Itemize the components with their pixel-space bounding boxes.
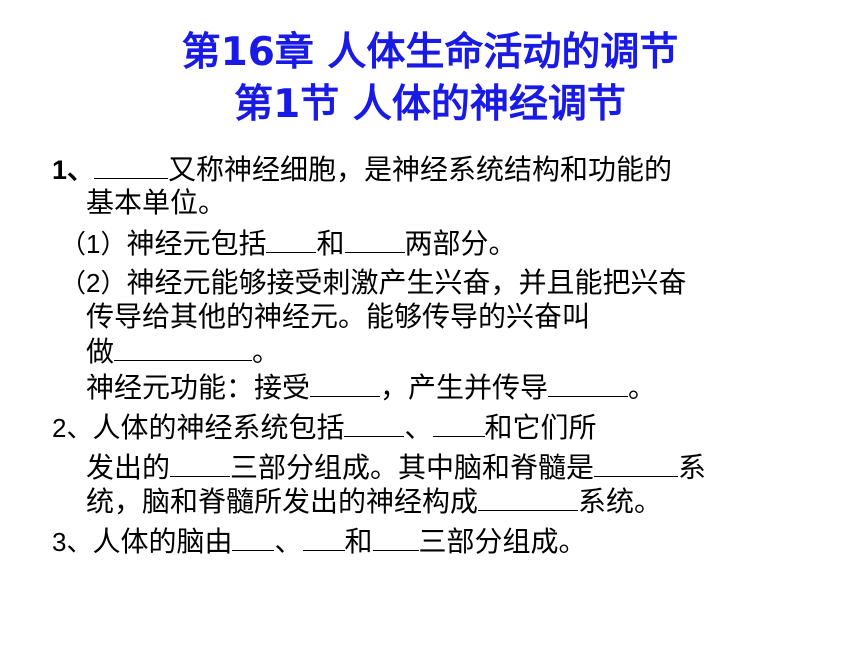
- q2-blank-4[interactable]: [594, 450, 679, 477]
- q1-function-line: 神经元功能：接受 ，产生并传导 。: [86, 370, 656, 405]
- q3-line: 3、人体的脑由 、 和 三部分组成。: [52, 524, 587, 559]
- q3-text-d: 三部分组成。: [418, 525, 587, 558]
- q1-sub2-text-c: 做: [86, 335, 115, 368]
- q1-line-2: 基本单位。: [86, 186, 226, 220]
- q2-text-e: 三部分组成。其中脑和脊髓是: [230, 451, 595, 484]
- q1-sub2-text-a: 神经元能够接受刺激产生兴奋，并且能把兴奋: [126, 266, 687, 299]
- q1-sub1-number: （1）: [60, 229, 127, 259]
- q3-text-a: 人体的脑由: [92, 525, 233, 558]
- q1-func-text-c: 。: [628, 371, 657, 404]
- q2-line-1: 2、人体的神经系统包括 、 和它们所: [52, 410, 597, 445]
- q3-text-c: 和: [344, 525, 373, 558]
- q2-blank-3[interactable]: [170, 450, 231, 477]
- q2-line-2: 发出的 三部分组成。其中脑和脊髓是 系: [86, 450, 706, 485]
- q1-sub2-blank[interactable]: [114, 334, 253, 361]
- q3-blank-1[interactable]: [232, 524, 275, 551]
- q2-blank-1[interactable]: [344, 410, 405, 437]
- q1-line-1: 1、 又称神经细胞，是神经系统结构和功能的: [52, 152, 672, 187]
- q1-sub1-blank-2[interactable]: [344, 226, 405, 253]
- q2-text-g: 统，脑和脊髓所发出的神经构成: [86, 485, 479, 518]
- q1-func-blank-2[interactable]: [548, 370, 629, 397]
- section-title: 第1节 人体的神经调节: [234, 82, 626, 127]
- q3-text-b: 、: [274, 525, 303, 558]
- q1-sub1-text-b: 和: [316, 227, 345, 260]
- q3-blank-3[interactable]: [372, 524, 419, 551]
- q2-text-c: 和它们所: [484, 411, 597, 444]
- q1-func-blank-1[interactable]: [310, 370, 381, 397]
- q1-text-b: 基本单位。: [86, 186, 227, 219]
- q1-blank-1[interactable]: [94, 152, 169, 179]
- q1-number: 1、: [52, 155, 95, 185]
- q1-sub2-line-1: （2）神经元能够接受刺激产生兴奋，并且能把兴奋: [60, 266, 686, 300]
- q2-text-h: 系统。: [578, 485, 663, 518]
- q3-number: 3、: [52, 527, 93, 557]
- chapter-title: 第16章 人体生命活动的调节: [181, 30, 679, 75]
- q1-text-a: 又称神经细胞，是神经系统结构和功能的: [168, 153, 673, 186]
- q1-sub2-line-2: 传导给其他的神经元。能够传导的兴奋叫: [86, 300, 590, 334]
- q2-text-b: 、: [404, 411, 433, 444]
- q1-func-text-a: 神经元功能：接受: [86, 371, 311, 404]
- q2-line-3: 统，脑和脊髓所发出的神经构成 系统。: [86, 484, 662, 519]
- q2-text-f: 系: [678, 451, 707, 484]
- q2-number: 2、: [52, 413, 93, 443]
- q1-sub1-blank-1[interactable]: [266, 226, 317, 253]
- q1-sub2-text-b: 传导给其他的神经元。能够传导的兴奋叫: [86, 300, 591, 333]
- q2-text-d: 发出的: [86, 451, 171, 484]
- q1-sub1-text-c: 两部分。: [404, 227, 517, 260]
- q1-func-text-b: ，产生并传导: [380, 371, 549, 404]
- q1-sub2-number: （2）: [60, 268, 127, 298]
- q1-sub2-line-3: 做。: [86, 334, 280, 369]
- q2-text-a: 人体的神经系统包括: [92, 411, 345, 444]
- q2-blank-2[interactable]: [432, 410, 485, 437]
- q1-sub1-text-a: 神经元包括: [126, 227, 267, 260]
- q2-blank-5[interactable]: [478, 484, 579, 511]
- q1-sub2-text-d: 。: [252, 335, 281, 368]
- q1-sub1-line: （1）神经元包括 和 两部分。: [60, 226, 517, 261]
- q3-blank-2[interactable]: [302, 524, 345, 551]
